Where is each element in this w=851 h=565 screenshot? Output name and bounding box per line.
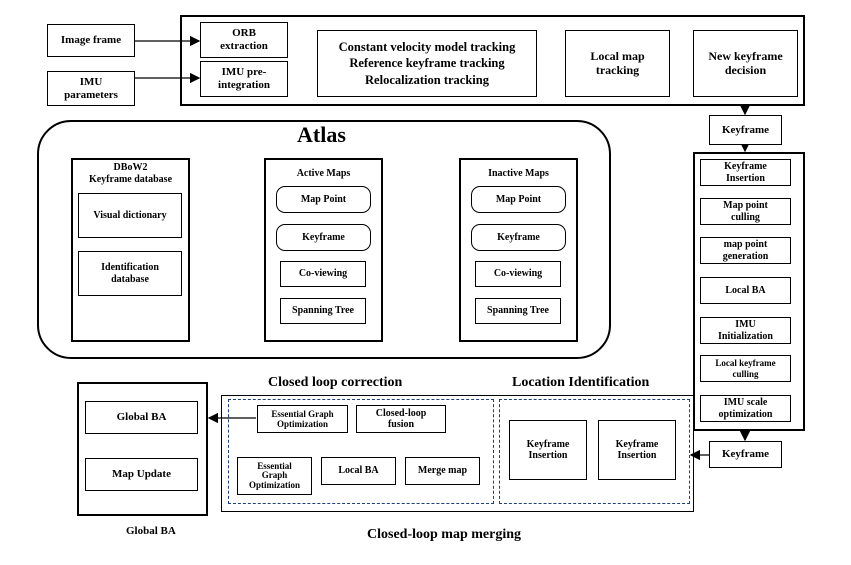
active-maps-title: Active Maps (296, 168, 351, 179)
merge-map-box: Merge map (405, 457, 480, 485)
lm-keyframe-insertion-box: Keyframe Insertion (700, 159, 791, 186)
loop-correction-dashed-group (228, 399, 494, 504)
tracking-modes-box: Constant velocity model tracking Referen… (317, 30, 537, 97)
lm-imu-initialization-box: IMU Initialization (700, 317, 791, 344)
atlas-title: Atlas (297, 122, 346, 147)
inactive-maps-title: Inactive Maps (488, 168, 549, 179)
essential-graph-optimization-box-2: Essential Graph Optimization (237, 457, 312, 495)
active-maps-panel (264, 158, 383, 342)
location-id-dashed-group (499, 399, 690, 504)
image-frame-box: Image frame (47, 24, 135, 57)
global-ba-container (77, 382, 208, 516)
map-update-box: Map Update (85, 458, 198, 491)
keyframe-bottom-box: Keyframe (709, 441, 782, 468)
closed-loop-correction-title: Closed loop correction (268, 375, 403, 390)
inactive-maps-panel (459, 158, 578, 342)
local-mapping-container (693, 152, 805, 431)
closed-loop-local-ba-box: Local BA (321, 457, 396, 485)
orb-extraction-box: ORB extraction (200, 22, 288, 58)
new-keyframe-decision-box: New keyframe decision (693, 30, 798, 97)
location-identification-title: Location Identification (512, 375, 650, 390)
keyframe-top-box: Keyframe (709, 115, 782, 145)
merging-outer-container (221, 395, 694, 512)
inactive-map-point-box: Map Point (471, 186, 566, 213)
visual-dictionary-box: Visual dictionary (78, 193, 182, 238)
atlas-container (37, 120, 611, 359)
inactive-co-viewing-box: Co-viewing (475, 261, 561, 287)
tracking-container (180, 15, 805, 106)
active-co-viewing-box: Co-viewing (280, 261, 366, 287)
lm-imu-scale-optimization-box: IMU scale optimization (700, 395, 791, 422)
global-ba-box: Global BA (85, 401, 198, 434)
location-keyframe-insertion-box-2: Keyframe Insertion (598, 420, 676, 480)
local-map-tracking-box: Local map tracking (565, 30, 670, 97)
global-ba-caption: Global BA (126, 525, 176, 537)
lm-map-point-culling-box: Map point culling (700, 198, 791, 225)
active-keyframe-box: Keyframe (276, 224, 371, 251)
lm-keyframe-culling-box: Local keyframe culling (700, 355, 791, 382)
lm-local-ba-box: Local BA (700, 277, 791, 304)
dbow2-title: DBoW2 Keyframe database (88, 162, 173, 185)
inactive-spanning-tree-box: Spanning Tree (475, 298, 561, 324)
imu-parameters-box: IMU parameters (47, 71, 135, 106)
inactive-keyframe-box: Keyframe (471, 224, 566, 251)
dbow2-panel (71, 158, 190, 342)
lm-map-point-generation-box: map point generation (700, 237, 791, 264)
closed-loop-map-merging-caption: Closed-loop map merging (367, 527, 521, 542)
active-spanning-tree-box: Spanning Tree (280, 298, 366, 324)
imu-preintegration-box: IMU pre- integration (200, 61, 288, 97)
identification-database-box: Identification database (78, 251, 182, 296)
location-keyframe-insertion-box-1: Keyframe Insertion (509, 420, 587, 480)
closed-loop-fusion-box: Closed-loop fusion (356, 405, 446, 433)
active-map-point-box: Map Point (276, 186, 371, 213)
essential-graph-optimization-box-1: Essential Graph Optimization (257, 405, 348, 433)
